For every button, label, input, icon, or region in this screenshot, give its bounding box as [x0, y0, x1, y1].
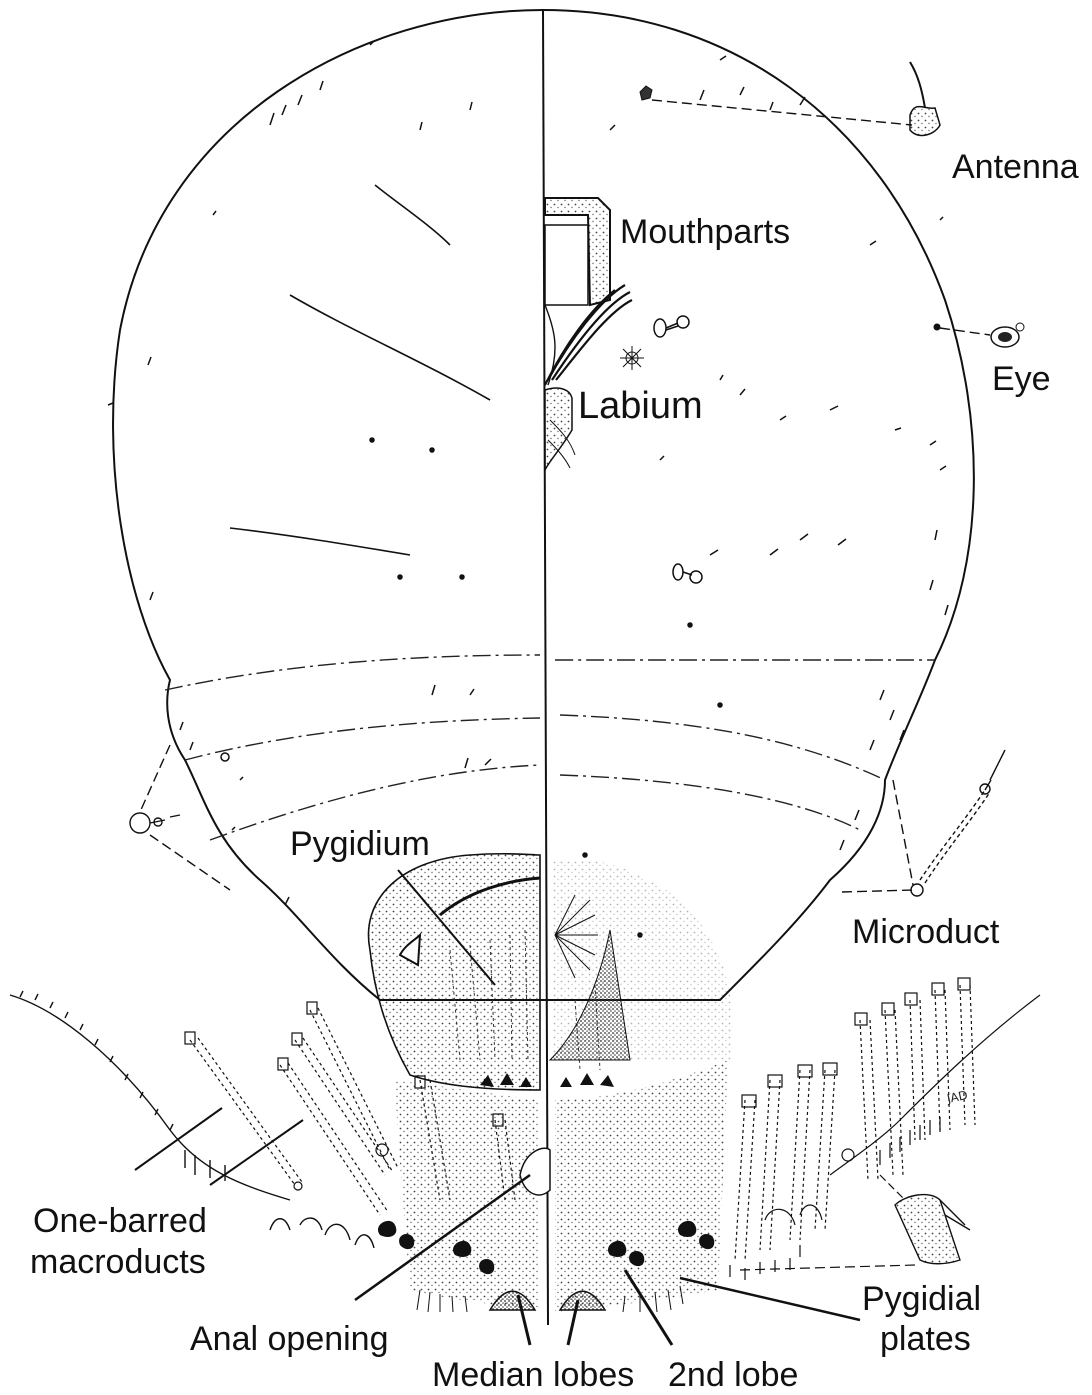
label-anal-opening: Anal opening: [190, 1320, 389, 1358]
wrinkles: [230, 185, 490, 555]
label-macroducts: macroducts: [30, 1243, 206, 1281]
segment-lines: [165, 655, 935, 840]
label-microduct: Microduct: [852, 913, 1000, 951]
label-mouthparts: Mouthparts: [620, 213, 790, 251]
label-second-lobe: 2nd lobe: [668, 1356, 798, 1394]
macroducts-right: [730, 978, 1040, 1280]
label-pygidial: Pygidial: [862, 1280, 981, 1318]
label-one-barred: One-barred: [33, 1202, 207, 1240]
antenna: [640, 62, 940, 135]
pygidium-cut-detail: [378, 1060, 728, 1312]
labium: [545, 388, 575, 470]
setae-left: [108, 41, 491, 905]
label-antenna: Antenna: [952, 148, 1079, 186]
label-plates: plates: [880, 1320, 971, 1358]
label-median-lobes: Median lobes: [432, 1356, 634, 1394]
pygidium: [368, 854, 732, 1090]
spiracle-lower: [673, 564, 702, 583]
setae-right: [583, 56, 948, 937]
label-eye: Eye: [992, 360, 1051, 398]
microduct-left: [130, 745, 230, 890]
eye: [934, 323, 1025, 347]
artist-signature: JAD: [945, 1088, 969, 1106]
spiracle-upper: [654, 316, 689, 337]
mouthparts: [545, 198, 632, 385]
disc-pore: [620, 346, 644, 370]
label-labium: Labium: [578, 385, 703, 427]
label-pygidium: Pygidium: [290, 825, 430, 863]
pygidial-plate-closeup: [740, 1175, 970, 1270]
